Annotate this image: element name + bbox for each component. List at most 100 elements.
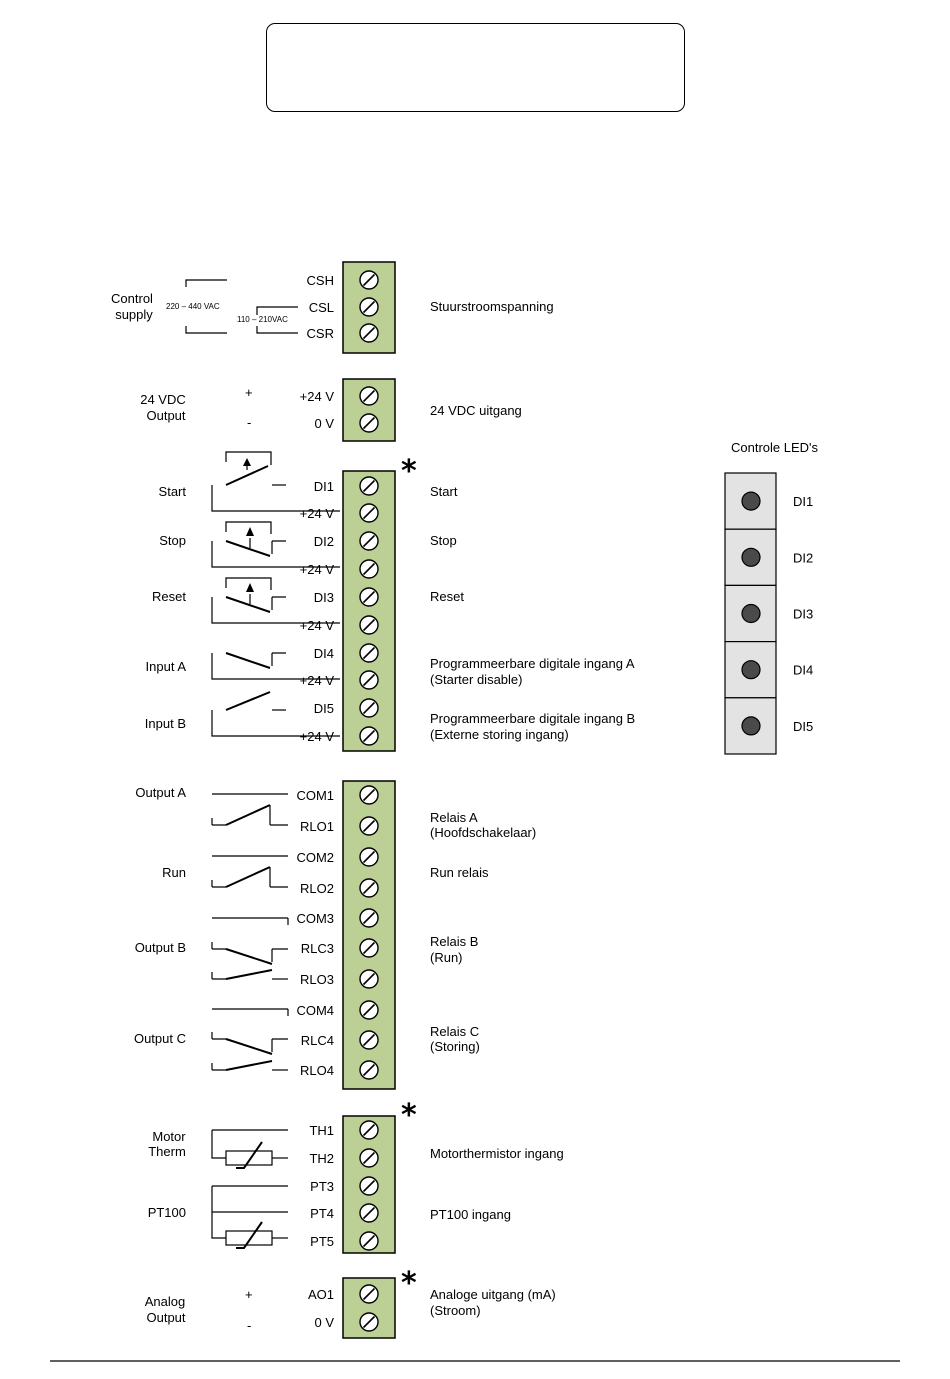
terminal-label: RLO1	[300, 819, 334, 834]
stop-description: Stop	[430, 533, 457, 548]
terminal-label: RLO2	[300, 881, 334, 896]
terminal-label: DI1	[314, 479, 334, 494]
terminal-label: RLO4	[300, 1063, 334, 1078]
led-indicator: DI5	[724, 697, 813, 755]
run-relais-description: Run relais	[430, 865, 489, 880]
terminal-label: RLO3	[300, 972, 334, 987]
right-labels: Stuurstroomspanning 24 VDC uitgang Start…	[430, 299, 635, 1318]
led-label: DI4	[793, 663, 813, 678]
asterisk-thermistor: *	[401, 1098, 417, 1133]
terminal-screw	[359, 816, 379, 836]
analog-output-label-2: Output	[146, 1310, 185, 1325]
terminal-label: +24 V	[300, 673, 335, 688]
control-supply-label-2: supply	[115, 307, 153, 322]
terminal-screw	[359, 1176, 379, 1196]
terminal-screw	[359, 587, 379, 607]
minus-sign-24v: -	[247, 415, 251, 430]
minus-sign-analog: -	[247, 1318, 251, 1333]
terminal-screw	[359, 878, 379, 898]
terminal-label: DI5	[314, 701, 334, 716]
vdc-output-label-2: Output	[146, 408, 185, 423]
terminal-label: +24 V	[300, 562, 335, 577]
reset-description: Reset	[430, 589, 464, 604]
analoge-description-2: (Stroom)	[430, 1303, 481, 1318]
terminal-label: +24 V	[300, 729, 335, 744]
relais-c-description-2: (Storing)	[430, 1039, 480, 1054]
terminal-label: +24 V	[300, 618, 335, 633]
terminal-label: 0 V	[314, 1315, 334, 1330]
terminal-screw	[359, 670, 379, 690]
terminal-screw	[359, 726, 379, 746]
terminal-label: CSH	[307, 273, 334, 288]
terminal-label: COM4	[296, 1003, 334, 1018]
stop-label: Stop	[159, 533, 186, 548]
analoge-description-1: Analoge uitgang (mA)	[430, 1287, 556, 1302]
terminal-screw	[359, 1030, 379, 1050]
terminal-screw	[359, 413, 379, 433]
terminal-label: CSL	[309, 300, 334, 315]
led-indicator: DI2	[724, 528, 813, 587]
terminal-screw	[359, 1148, 379, 1168]
terminal-screw	[359, 476, 379, 496]
control-supply-label-1: Control	[111, 291, 153, 306]
vdc-uitgang-label: 24 VDC uitgang	[430, 403, 522, 418]
terminal-screw	[359, 785, 379, 805]
motor-therm-label-2: Therm	[148, 1144, 186, 1159]
led-indicator: DI1	[724, 472, 813, 530]
output-b-label: Output B	[135, 940, 186, 955]
relais-c-description-1: Relais C	[430, 1024, 479, 1039]
output-c-label: Output C	[134, 1031, 186, 1046]
pt100-description: PT100 ingang	[430, 1207, 511, 1222]
terminal-screw	[359, 1060, 379, 1080]
relais-b-description-1: Relais B	[430, 934, 478, 949]
terminal-screw	[359, 1000, 379, 1020]
terminal-label: DI4	[314, 646, 334, 661]
input-b-description-2: (Externe storing ingang)	[430, 727, 569, 742]
terminal-screw	[359, 908, 379, 928]
input-a-description-1: Programmeerbare digitale ingang A	[430, 656, 635, 671]
terminal-screw	[359, 270, 379, 290]
led-indicator: DI4	[724, 640, 813, 699]
input-a-description-2: (Starter disable)	[430, 672, 522, 687]
terminal-screw	[359, 1284, 379, 1304]
terminal-label: DI3	[314, 590, 334, 605]
terminal-screw	[359, 531, 379, 551]
terminal-screw	[359, 643, 379, 663]
start-description: Start	[430, 484, 458, 499]
relais-b-description-2: (Run)	[430, 950, 463, 965]
terminal-label: CSR	[307, 326, 334, 341]
terminal-screw	[359, 1231, 379, 1251]
terminal-label: AO1	[308, 1287, 334, 1302]
terminal-label: +24 V	[300, 389, 335, 404]
terminal-screw	[359, 698, 379, 718]
terminal-label: RLC4	[301, 1033, 334, 1048]
input-b-label: Input B	[145, 716, 186, 731]
terminal-blocks	[342, 261, 396, 1339]
terminal-screw	[359, 297, 379, 317]
motor-therm-label-1: Motor	[152, 1129, 186, 1144]
terminal-screw	[359, 323, 379, 343]
terminal-label: COM2	[296, 850, 334, 865]
led-label: DI2	[793, 550, 813, 565]
led-label: DI1	[793, 494, 813, 509]
terminal-screw	[359, 969, 379, 989]
terminal-label: RLC3	[301, 941, 334, 956]
terminal-screw	[359, 615, 379, 635]
vac-high-label: 220 – 440 VAC	[166, 302, 220, 311]
left-labels: Control supply 220 – 440 VAC 110 – 210VA…	[111, 291, 288, 1333]
terminal-screw	[359, 503, 379, 523]
wiring-lines	[50, 279, 900, 1362]
terminal-screw	[359, 1120, 379, 1140]
terminal-label: COM3	[296, 911, 334, 926]
terminal-label: PT3	[310, 1179, 334, 1194]
vdc-output-label-1: 24 VDC	[140, 392, 186, 407]
terminal-screw	[359, 1203, 379, 1223]
relais-a-description-1: Relais A	[430, 810, 478, 825]
input-a-label: Input A	[146, 659, 187, 674]
run-label: Run	[162, 865, 186, 880]
pt100-left-label: PT100	[148, 1205, 186, 1220]
relais-a-description-2: (Hoofdschakelaar)	[430, 825, 536, 840]
